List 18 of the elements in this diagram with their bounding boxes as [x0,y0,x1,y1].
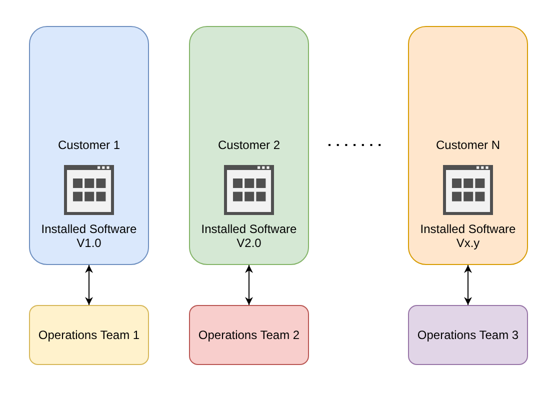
customer-card [408,26,528,265]
team-name: Operations Team 3 [416,328,520,342]
team-box [189,305,309,365]
software-label: Installed Software V1.0 [40,222,138,250]
customer-card [189,26,309,265]
team-name: Operations Team 2 [197,328,301,342]
customer-card [29,26,149,265]
customer-name: Customer N [434,138,501,152]
double-arrow [464,264,472,306]
software-label: Installed Software Vx.y [419,222,517,250]
double-arrow [245,264,253,306]
team-box [29,305,149,365]
customer-name: Customer 1 [56,138,122,152]
customer-name: Customer 2 [216,138,282,152]
team-name: Operations Team 1 [37,328,141,342]
team-box [408,305,528,365]
double-arrow [85,264,93,306]
software-label: Installed Software V2.0 [200,222,298,250]
